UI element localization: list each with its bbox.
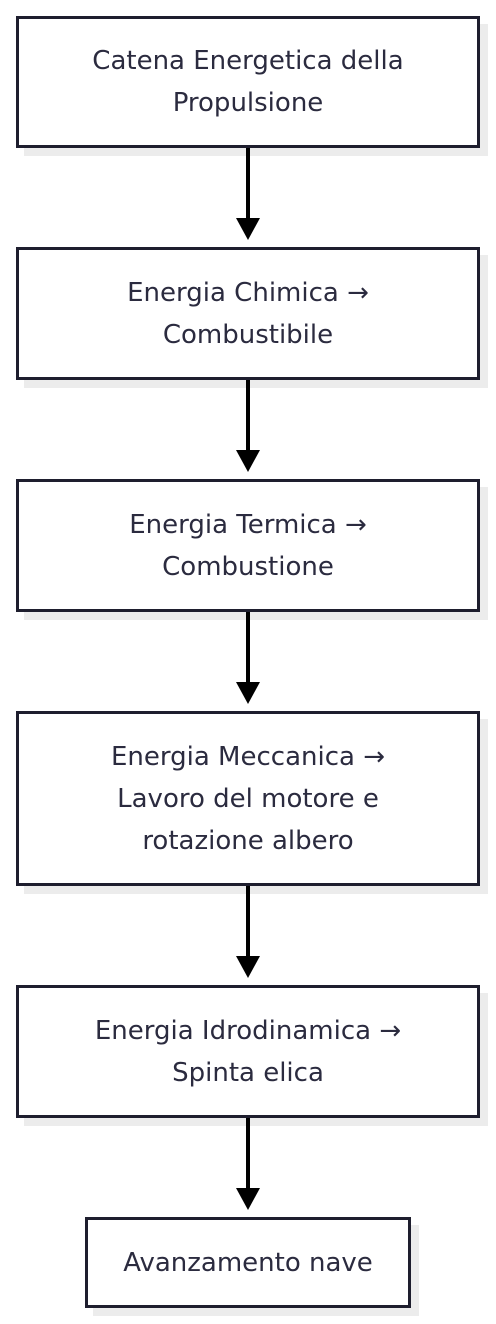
node-thermal-energy-label: Energia Termica → Combustione xyxy=(129,509,367,582)
arrow-head-icon xyxy=(236,682,260,704)
arrow-head-icon xyxy=(236,1188,260,1210)
node-hydrodynamic-energy: Energia Idrodinamica → Spinta elica xyxy=(16,985,480,1118)
arrow-line xyxy=(246,612,250,682)
node-title: Catena Energetica della Propulsione xyxy=(16,16,480,148)
arrow-head-icon xyxy=(236,450,260,472)
node-hydrodynamic-energy-label: Energia Idrodinamica → Spinta elica xyxy=(94,1015,402,1088)
arrow-hydrodynamic-to-advance xyxy=(236,1118,260,1210)
node-thermal-energy: Energia Termica → Combustione xyxy=(16,479,480,612)
arrow-line xyxy=(246,886,250,956)
node-mechanical-energy-label: Energia Meccanica → Lavoro del motore e … xyxy=(111,741,385,856)
arrow-head-icon xyxy=(236,956,260,978)
arrow-line xyxy=(246,380,250,450)
arrow-line xyxy=(246,1118,250,1188)
node-ship-advance: Avanzamento nave xyxy=(85,1217,411,1308)
arrow-line xyxy=(246,148,250,218)
arrow-title-to-chemical xyxy=(236,148,260,240)
arrow-head-icon xyxy=(236,218,260,240)
node-chemical-energy-label: Energia Chimica → Combustibile xyxy=(127,277,369,350)
arrow-thermal-to-mechanical xyxy=(236,612,260,704)
arrow-chemical-to-thermal xyxy=(236,380,260,472)
arrow-mechanical-to-hydrodynamic xyxy=(236,886,260,978)
node-mechanical-energy: Energia Meccanica → Lavoro del motore e … xyxy=(16,711,480,886)
node-chemical-energy: Energia Chimica → Combustibile xyxy=(16,247,480,380)
node-title-label: Catena Energetica della Propulsione xyxy=(92,46,404,118)
node-ship-advance-label: Avanzamento nave xyxy=(123,1247,373,1278)
